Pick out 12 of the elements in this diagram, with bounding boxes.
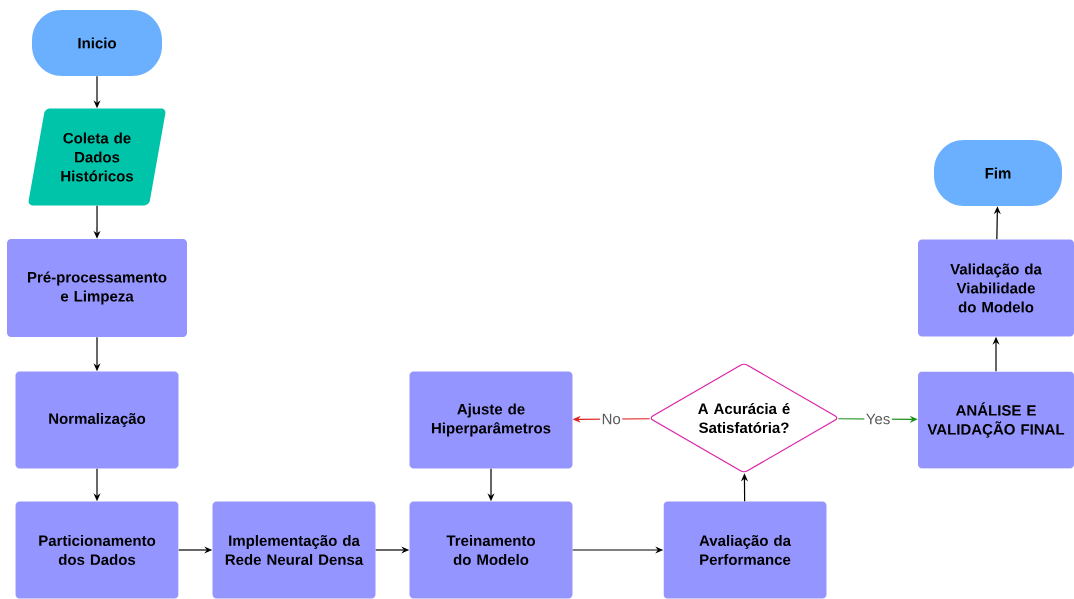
data-parallelogram: Coleta de Dados Históricos [28,108,166,206]
process-box: Implementação da Rede Neural Densa [212,501,376,599]
process-box: Pré-processamento e Limpeza [7,239,187,337]
process-box: Avaliação da Performance [663,501,827,599]
process-box: ANÁLISE E VALIDAÇÃO FINAL [918,371,1074,469]
process-box: Particionamento dos Dados [15,501,179,599]
process-box: Validação da Viabilidade do Modelo [918,239,1074,337]
edge-label: Yes [864,412,892,426]
process-box: Treinamento do Modelo [409,501,573,599]
process-box: Normalização [15,371,179,469]
process-box: Ajuste de Hiperparâmetros [409,371,573,469]
edge-label: No [600,412,623,426]
